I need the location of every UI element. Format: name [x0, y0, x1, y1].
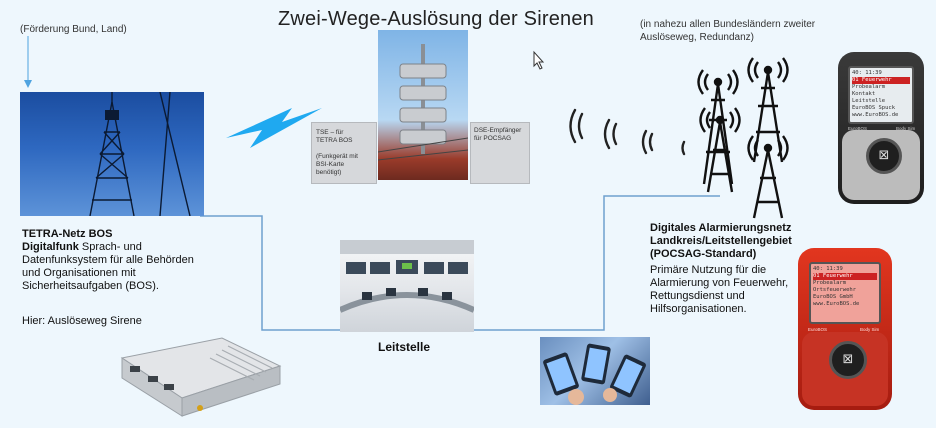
tse-line3: (Funkgerät mit: [316, 153, 358, 160]
pager-line4: EuroBOS Spuck: [852, 105, 896, 111]
pager-screen: 40: 11:39 01 Feuerwehr Probealarm Kontak…: [848, 66, 914, 124]
tse-line5: benötigt): [316, 169, 342, 176]
pager-line1: 01 Feuerwehr: [813, 273, 877, 280]
radio-tower-icon: [699, 107, 741, 193]
radio-waves-icon: [569, 108, 686, 156]
pager-gray: 40: 11:39 01 Feuerwehr Probealarm Kontak…: [838, 52, 924, 204]
pager-header: 40: 11:39: [852, 70, 882, 76]
mouse-cursor-icon: [533, 50, 545, 70]
radio-tower-icon: [747, 57, 789, 163]
pager-line3: Ortsfeuerwehr: [813, 287, 857, 293]
tetra-description: Digitalfunk Sprach- und Datenfunksystem …: [22, 241, 202, 293]
connector-leitstelle-alarmnetz: [474, 195, 720, 331]
pager-line5: www.EuroBOS.de: [813, 301, 860, 307]
alarmnetz-description: Primäre Nutzung für die Alarmierung von …: [650, 264, 789, 315]
pager-brand-left: EuroBOS: [808, 327, 828, 332]
pager-line1: 01 Feuerwehr: [852, 77, 910, 84]
tse-line2: TETRA BOS: [316, 137, 353, 144]
tetra-title: TETRA-Netz BOS: [22, 228, 113, 240]
tse-line1: TSE – für: [316, 129, 344, 136]
siren-photo: [378, 30, 468, 180]
connector-tetra-leitstelle: [200, 215, 340, 331]
pager-line3: Kontakt Leitstelle: [852, 91, 886, 104]
tse-line4: BSI-Karte: [316, 161, 345, 168]
dse-line2: für POCSAG: [474, 135, 512, 142]
arrow-funding-head: [24, 80, 32, 88]
pager-header: 40: 11:39: [813, 266, 843, 272]
leitstelle-label: Leitstelle: [378, 340, 431, 354]
pager-red: 40: 11:39 01 Feuerwehr Probealarm Ortsfe…: [798, 248, 892, 410]
funding-note: (Förderung Bund, Land): [20, 24, 127, 35]
tetra-body-bold: Digitalfunk: [22, 241, 79, 253]
tse-receiver-box: TSE – für TETRA BOS (Funkgerät mit BSI-K…: [311, 122, 377, 184]
tetra-gateway-device: [120, 337, 282, 417]
tetra-body-text: Sprach- und Datenfunksystem für alle Beh…: [22, 241, 194, 292]
alarmnetz-title: Digitales Alarmierungsnetz Landkreis/Lei…: [650, 222, 792, 260]
redundancy-note: (in nahezu allen Bundesländern zweiter A…: [640, 19, 816, 43]
dse-line1: DSE-Empfänger: [474, 127, 522, 134]
pager-navigation-icon[interactable]: [866, 138, 902, 174]
pager-line2: Probealarm: [813, 280, 847, 286]
pager-brand-left: EuroBOS: [848, 126, 868, 131]
pager-line4: EuroBOS GmbH: [813, 294, 853, 300]
smartphones-photo: [540, 337, 650, 405]
lightning-bolt-icon: [226, 108, 322, 148]
radio-tower-icon: [747, 135, 789, 219]
pager-brand-right: Body Sim: [860, 327, 880, 332]
diagram-title: Zwei-Wege-Auslösung der Sirenen: [278, 8, 594, 30]
dse-receiver-box: DSE-Empfänger für POCSAG: [470, 122, 530, 184]
pager-brand-right: Body Sim: [896, 126, 916, 131]
tetra-tower-photo: [20, 92, 204, 216]
tetra-note: Hier: Auslöseweg Sirene: [22, 315, 142, 327]
pager-line2: Probealarm: [852, 84, 886, 90]
leitstelle-photo: [340, 240, 474, 332]
pager-line5: www.EuroBOS.de: [852, 112, 899, 118]
pager-screen: 40: 11:39 01 Feuerwehr Probealarm Ortsfe…: [809, 262, 881, 324]
pager-navigation-icon[interactable]: [829, 341, 867, 379]
